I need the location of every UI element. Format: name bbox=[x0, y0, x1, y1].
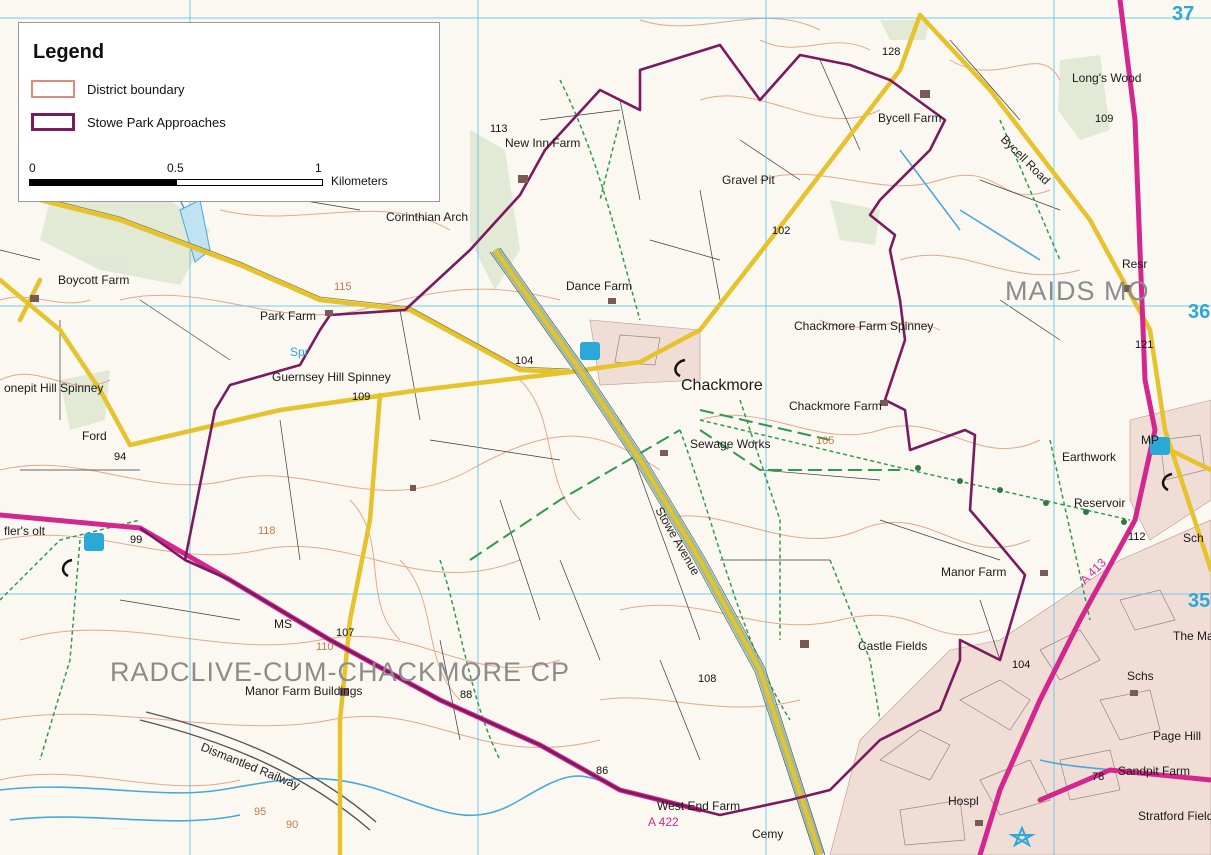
spot-height-86: 86 bbox=[596, 765, 608, 777]
youth-hostel-symbol bbox=[1008, 825, 1036, 848]
spot-height-108: 108 bbox=[698, 673, 716, 685]
place-new-inn-farm: New Inn Farm bbox=[505, 136, 580, 150]
place-ford: Ford bbox=[82, 429, 107, 443]
place-the-manor: The Manor bbox=[1173, 629, 1211, 643]
legend-title: Legend bbox=[33, 41, 105, 63]
place-cemy: Cemy bbox=[752, 827, 783, 841]
place-stratford-fields: Stratford Fields bbox=[1138, 809, 1211, 823]
place-sandpit-farm: Sandpit Farm bbox=[1118, 764, 1190, 778]
place-chackmore-farm-spinney: Chackmore Farm Spinney bbox=[794, 319, 933, 333]
place-ms: MS bbox=[274, 617, 292, 631]
scale-bar-black-segment bbox=[29, 179, 176, 186]
scale-bar-white-segment bbox=[176, 179, 323, 186]
place-reservoir: Reservoir bbox=[1074, 496, 1125, 510]
place-stonepit-hill-spinney: onepit Hill Spinney bbox=[4, 381, 103, 395]
contour-lines bbox=[0, 17, 1081, 787]
district-boundary-swatch bbox=[31, 80, 75, 98]
telephone-symbols bbox=[61, 358, 1173, 578]
place-manor-farm-buildings: Manor Farm Buildings bbox=[245, 684, 362, 698]
minor-roads-outline bbox=[19, 191, 571, 370]
spot-height-113: 113 bbox=[490, 123, 508, 135]
spot-height-104-east: 104 bbox=[1012, 659, 1030, 671]
stowe-park-approaches-boundary bbox=[139, 43, 1027, 817]
scale-bar: 0 0.5 1 Kilometers bbox=[29, 161, 429, 195]
spot-height-128: 128 bbox=[882, 46, 900, 58]
place-chackmore: Chackmore bbox=[681, 377, 763, 394]
scale-tick-0: 0 bbox=[29, 161, 36, 175]
place-chackmore-farm: Chackmore Farm bbox=[789, 399, 882, 413]
spot-height-109-east: 109 bbox=[1095, 113, 1113, 125]
contour-label-115: 115 bbox=[334, 281, 352, 293]
legend-label-district-boundary: District boundary bbox=[87, 81, 185, 97]
parish-label: RADCLIVE-CUM-CHACKMORE CP bbox=[110, 657, 570, 687]
grid-number-mid: 36 bbox=[1188, 301, 1210, 323]
legend-label-stowe-park-approaches: Stowe Park Approaches bbox=[87, 114, 226, 130]
minor-roads bbox=[0, 12, 1211, 855]
scale-tick-half: 0.5 bbox=[167, 161, 184, 175]
stowe-avenue bbox=[489, 247, 826, 855]
footpaths bbox=[0, 79, 1131, 761]
scale-unit: Kilometers bbox=[331, 174, 388, 188]
spot-height-112: 112 bbox=[1128, 531, 1146, 543]
place-manor-farm: Manor Farm bbox=[941, 565, 1006, 579]
stowe-park-approaches-swatch bbox=[31, 113, 75, 131]
place-sch: Sch bbox=[1183, 531, 1204, 545]
place-page-hill: Page Hill bbox=[1153, 729, 1201, 743]
road-label-a422: A 422 bbox=[648, 815, 679, 829]
place-gravel-pit: Gravel Pit bbox=[722, 173, 775, 187]
spot-heights: 128 113 109 102 104 109 94 99 107 88 86 … bbox=[114, 46, 1153, 783]
place-schs: Schs bbox=[1127, 669, 1154, 683]
contour-label-110: 110 bbox=[316, 641, 334, 653]
place-hospl: Hospl bbox=[948, 794, 979, 808]
place-west-end-farm: West End Farm bbox=[657, 799, 740, 813]
spot-height-94: 94 bbox=[114, 451, 126, 463]
pub-symbols bbox=[84, 342, 1170, 551]
spot-height-107: 107 bbox=[336, 627, 354, 639]
legend-item-district-boundary: District boundary bbox=[31, 78, 185, 100]
place-dance-farm: Dance Farm bbox=[566, 279, 632, 293]
area-label-maids-moreton: MAIDS MO bbox=[1005, 276, 1150, 306]
spot-height-88: 88 bbox=[460, 689, 472, 701]
grid-number-south: 35 bbox=[1188, 590, 1210, 612]
place-bycell-farm: Bycell Farm bbox=[878, 111, 941, 125]
contour-label-90: 90 bbox=[286, 819, 298, 831]
place-park-farm: Park Farm bbox=[260, 309, 316, 323]
dismantled-railway bbox=[139, 711, 377, 831]
spot-height-121: 121 bbox=[1135, 339, 1153, 351]
grid-number-north: 37 bbox=[1172, 3, 1194, 25]
spot-height-78: 78 bbox=[1092, 771, 1104, 783]
path-markers bbox=[915, 465, 1127, 525]
place-castle-fields: Castle Fields bbox=[858, 639, 927, 653]
spot-height-99: 99 bbox=[130, 534, 142, 546]
place-spr: Spr bbox=[290, 345, 309, 359]
contour-labels: 118 115 110 105 95 90 bbox=[254, 281, 834, 831]
place-mp: MP bbox=[1141, 433, 1159, 447]
place-fullers-holt: fler's olt bbox=[4, 524, 46, 538]
buildings bbox=[30, 90, 1138, 826]
spot-height-104: 104 bbox=[515, 355, 533, 367]
place-earthwork: Earthwork bbox=[1062, 450, 1117, 464]
scale-tick-1: 1 bbox=[315, 161, 322, 175]
spot-height-109: 109 bbox=[352, 391, 370, 403]
contour-label-105: 105 bbox=[816, 435, 834, 447]
place-sewage-works: Sewage Works bbox=[690, 437, 770, 451]
contour-label-95: 95 bbox=[254, 806, 266, 818]
place-labels: New Inn Farm Corinthian Arch Boycott Far… bbox=[4, 71, 1211, 841]
legend-panel: Legend District boundary Stowe Park Appr… bbox=[18, 22, 440, 202]
contour-label-118: 118 bbox=[258, 525, 276, 537]
place-resr: Resr bbox=[1122, 257, 1147, 271]
place-longs-wood: Long's Wood bbox=[1072, 71, 1141, 85]
place-corinthian-arch: Corinthian Arch bbox=[386, 210, 468, 224]
legend-item-stowe-park-approaches: Stowe Park Approaches bbox=[31, 111, 226, 133]
place-guernsey-hill-spinney: Guernsey Hill Spinney bbox=[272, 370, 391, 384]
place-boycott-farm: Boycott Farm bbox=[58, 273, 129, 287]
spot-height-102: 102 bbox=[772, 225, 790, 237]
